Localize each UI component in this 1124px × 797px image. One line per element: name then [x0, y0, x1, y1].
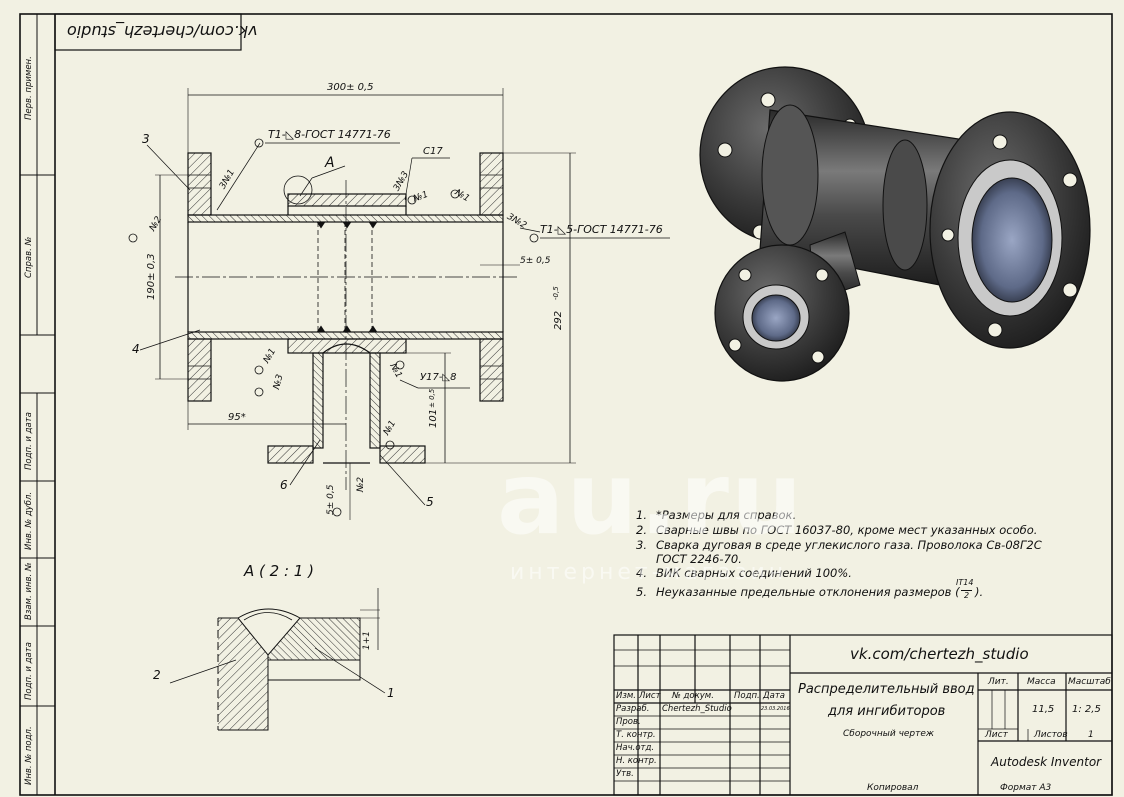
note-3-num: 3. [636, 538, 647, 552]
watermark-logo: au.ru [497, 440, 805, 557]
side-label-sprav: Справ. № [24, 236, 34, 278]
dim-101: 101 [428, 408, 439, 428]
dim-101-tolerance: ± 0,5 [428, 388, 436, 408]
tb-sheet-label: Лист [985, 730, 1008, 740]
tb-row-razrab: Разраб. [616, 704, 650, 714]
tb-copied: Копировал [867, 783, 919, 793]
detail-view [169, 588, 386, 731]
tb-col-izm: Изм. [616, 691, 636, 701]
tb-date: 23.03.2016 [761, 706, 790, 712]
weld-label-c17: С17 [423, 146, 443, 157]
note-4-num: 4. [636, 566, 647, 580]
tb-col-podp: Подп. [734, 691, 760, 701]
side-label-inv-dubl: Инв. № дубл. [24, 491, 34, 550]
detail-view-title: А ( 2 : 1 ) [244, 562, 314, 580]
note-5-end: ). [975, 585, 984, 599]
view-a-marker: А [325, 155, 335, 171]
tb-header: vk.com/chertezh_studio [850, 645, 1029, 663]
tb-doc-type: Сборочный чертеж [843, 729, 935, 739]
tb-scale: 1: 2,5 [1072, 704, 1101, 715]
tb-developer: Chertezh_Studio [662, 704, 732, 714]
dim-95: 95* [228, 412, 246, 423]
note-4: ВИК сварных соединений 100%. [656, 566, 852, 580]
tb-row-nachotd: Нач.отд. [616, 743, 655, 753]
note-1-num: 1. [636, 508, 647, 522]
side-label-podp-data-1: Подп. и дата [24, 412, 34, 470]
weld-label-n2-bottom: №2 [356, 476, 366, 492]
note-2-num: 2. [636, 523, 647, 537]
tb-row-nkontr: Н. контр. [616, 756, 657, 766]
tb-name-line2: для ингибиторов [828, 704, 946, 719]
weld-label-t1-8: Т1-◺8-ГОСТ 14771-76 [268, 128, 391, 141]
dim-292-tolerance: -0,5 [552, 286, 560, 300]
dim-5-right: 5± 0,5 [520, 256, 551, 266]
weld-label-t1-5: Т1-◺5-ГОСТ 14771-76 [540, 223, 663, 236]
side-label-inv-podl: Инв. № подл. [24, 726, 34, 785]
note-5-fraction-num: IT14 [956, 578, 974, 587]
position-6: 6 [280, 478, 288, 492]
side-label-perv-primen: Перв. примен. [24, 56, 34, 120]
dim-300: 300± 0,5 [327, 82, 374, 93]
stamp-box [54, 13, 242, 51]
dim-292: 292 [553, 310, 564, 330]
side-strip [19, 14, 56, 796]
isometric-3d-view [699, 66, 1091, 382]
tb-format: Формат А3 [1000, 783, 1052, 793]
title-block-grid [613, 634, 1113, 796]
note-3: Сварка дуговая в среде углекислого газа.… [656, 538, 1042, 552]
note-1: *Размеры для справок. [656, 508, 797, 522]
note-5-num: 5. [636, 585, 647, 599]
tb-software: Autodesk Inventor [991, 755, 1102, 769]
watermark-subtitle: интернет-магазин [510, 560, 788, 585]
tb-row-prov: Пров. [616, 717, 641, 727]
position-3: 3 [142, 132, 150, 146]
tb-scale-label: Масштаб [1068, 677, 1111, 687]
tb-lit-label: Лит. [988, 677, 1009, 687]
note-2: Сварные швы по ГОСТ 16037-80, кроме мест… [656, 523, 1038, 537]
note-5: Неуказанные предельные отклонения размер… [656, 585, 960, 599]
tb-name-line1: Распределительный ввод [798, 682, 975, 697]
tb-col-data: Дата [763, 691, 786, 701]
note-5-fraction-den: 2 [961, 590, 973, 600]
tb-sheets-label: Листов [1034, 730, 1068, 740]
section-view [139, 88, 670, 520]
tb-row-utv: Утв. [616, 769, 634, 779]
detail-dim: 1+1 [362, 631, 372, 650]
position-2: 2 [153, 668, 161, 682]
tb-col-doc: № докум. [672, 691, 714, 701]
weld-circles [128, 138, 539, 517]
tb-mass-label: Масса [1027, 677, 1056, 687]
tb-mass: 11,5 [1032, 704, 1055, 715]
tb-sheets: 1 [1088, 730, 1094, 740]
position-1: 1 [387, 686, 395, 700]
note-3-cont: ГОСТ 2246-70. [656, 552, 742, 566]
tb-row-tkontr: Т. контр. [616, 730, 656, 740]
dim-190: 190± 0,3 [146, 253, 157, 300]
position-4: 4 [132, 342, 140, 356]
side-label-podp-data-2: Подп. и дата [24, 642, 34, 700]
side-label-vzam-inv: Взам. инв. № [24, 562, 34, 620]
dim-5-bottom: 5± 0,5 [326, 484, 336, 515]
stamp-text-inverted: vk.com/chertezh_studio [67, 22, 258, 41]
weld-label-u17: У17-◺8 [420, 372, 457, 383]
position-5: 5 [426, 495, 434, 509]
tb-col-list: Лист [639, 691, 661, 701]
